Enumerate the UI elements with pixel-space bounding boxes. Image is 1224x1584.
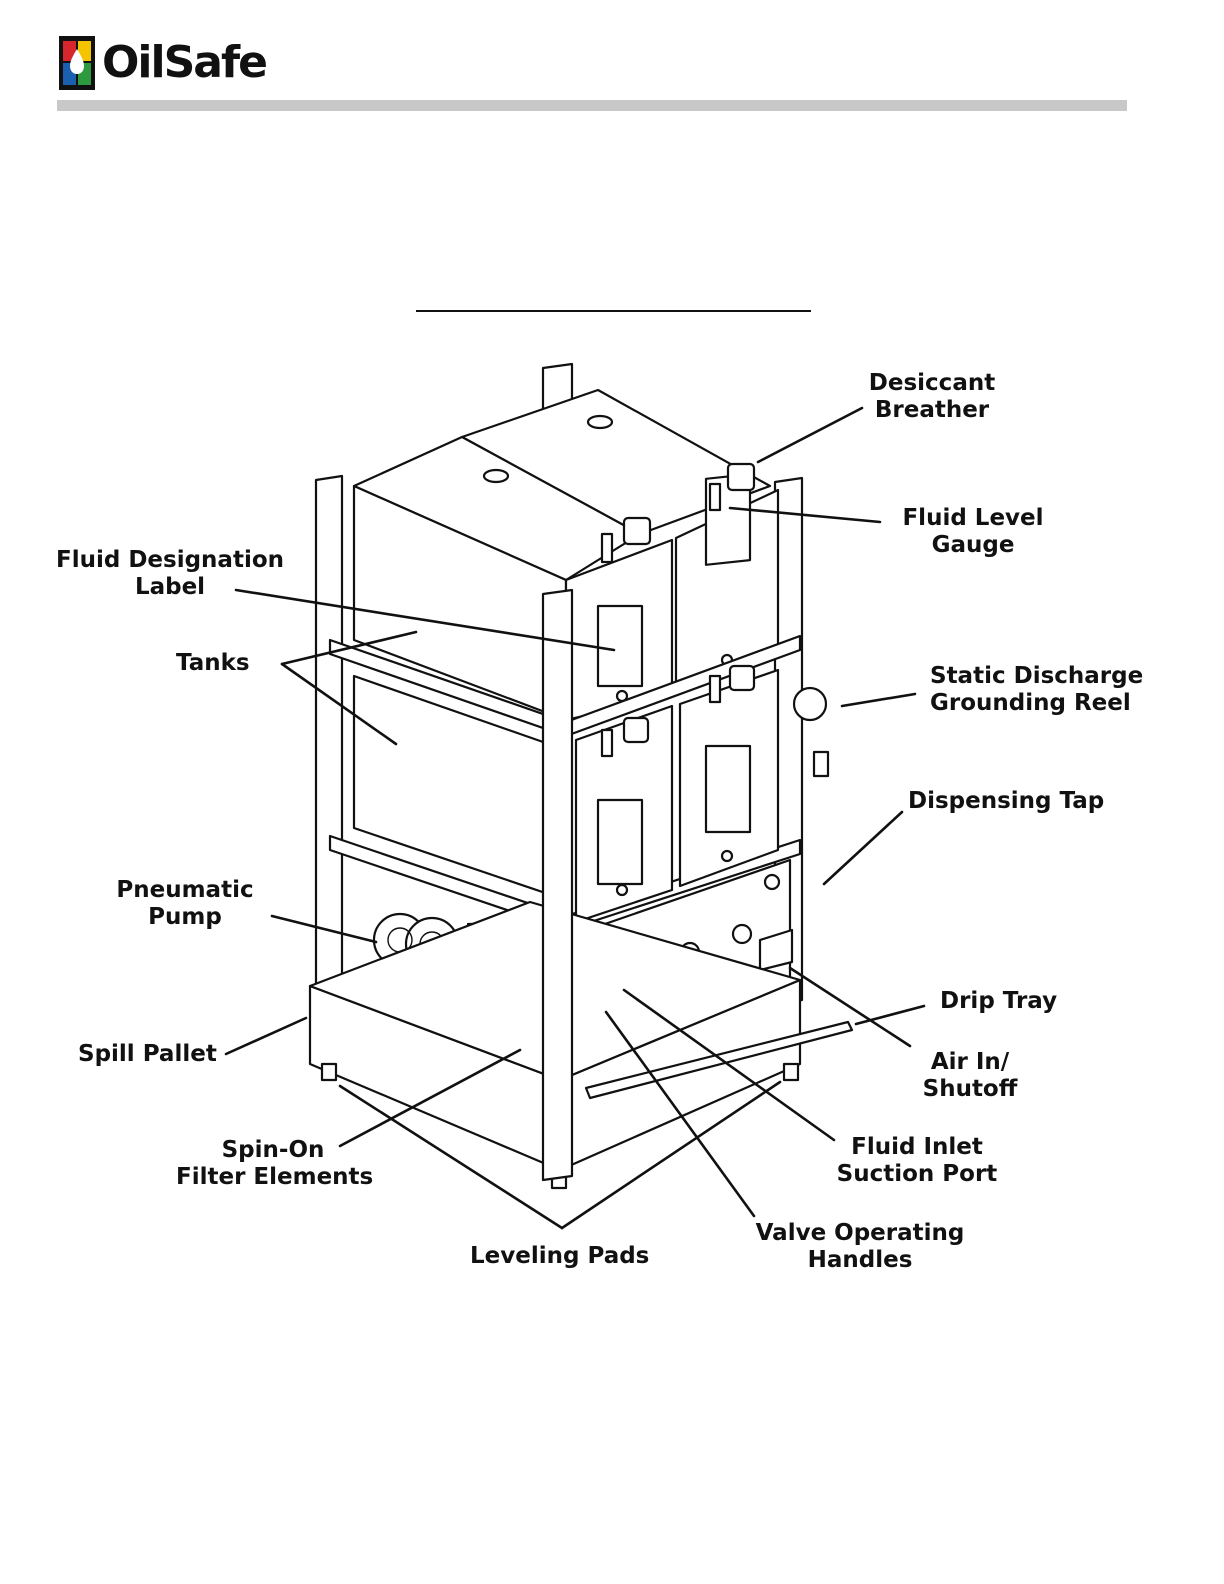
label-spill-pallet: Spill Pallet (78, 1041, 217, 1068)
label-tanks: Tanks (176, 650, 250, 677)
frame-front-posts (543, 590, 572, 1180)
label-leveling-pads: Leveling Pads (470, 1243, 649, 1270)
label-dispensing-tap: Dispensing Tap (908, 788, 1104, 815)
label-air-in-shutoff: Air In/Shutoff (912, 1049, 1028, 1103)
label-drip-tray: Drip Tray (940, 988, 1057, 1015)
